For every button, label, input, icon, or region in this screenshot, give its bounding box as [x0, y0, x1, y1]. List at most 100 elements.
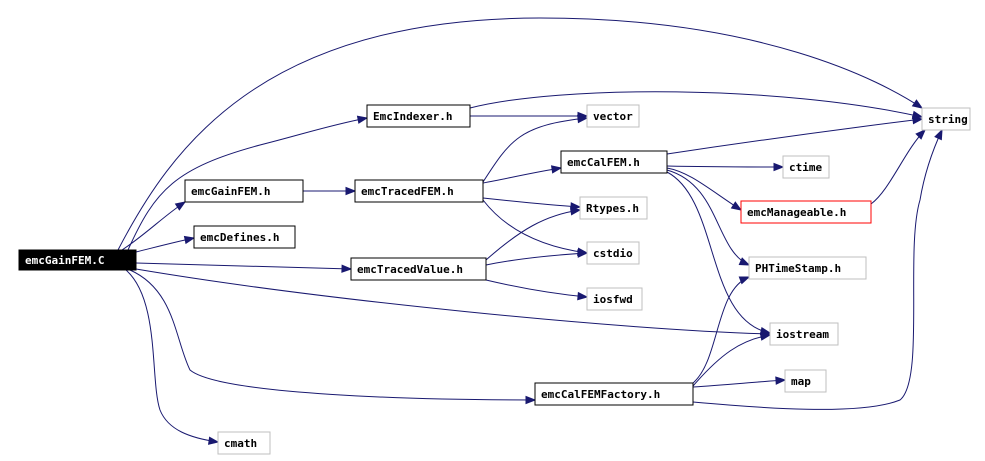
- edge-emccalfem-h-to-emcmanageable-h: [666, 167, 743, 211]
- node-label: emcTracedValue.h: [357, 263, 463, 276]
- edge-arrowhead: [934, 128, 943, 141]
- edge-emccalfemfactory-h-to-phtimestamp-h: [692, 276, 751, 384]
- node-emcgainfem-c[interactable]: emcGainFEM.C: [18, 249, 137, 271]
- edge-arrowhead: [577, 249, 589, 258]
- edge-arrowhead: [911, 99, 924, 109]
- node-box[interactable]: [740, 200, 872, 224]
- edge-emccalfem-h-to-phtimestamp-h: [666, 169, 751, 266]
- edge-arrowhead: [341, 264, 353, 273]
- node-map[interactable]: map: [784, 369, 827, 393]
- node-label: ctime: [789, 161, 822, 174]
- edge-emcgainfem-c-to-string: [117, 17, 924, 251]
- node-label: vector: [593, 110, 633, 123]
- node-box[interactable]: [366, 104, 471, 128]
- edge-line: [692, 129, 943, 410]
- node-box[interactable]: [782, 155, 830, 179]
- node-string[interactable]: string: [921, 107, 971, 131]
- node-box[interactable]: [560, 150, 668, 174]
- edge-line: [117, 17, 923, 251]
- edge-arrowhead: [183, 235, 196, 245]
- node-box[interactable]: [354, 179, 484, 203]
- node-label: emcTracedFEM.h: [361, 185, 454, 198]
- node-box[interactable]: [18, 249, 137, 271]
- edge-emcgainfem-c-to-emcindexer-h: [127, 115, 369, 251]
- edge-emccalfem-h-to-iostream: [666, 171, 772, 336]
- edge-arrowhead: [525, 395, 537, 405]
- edge-emctracedvalue-h-to-cstdio: [485, 249, 589, 266]
- node-emccalfem-h[interactable]: emcCalFEM.h: [560, 150, 668, 174]
- edge-line: [482, 167, 562, 184]
- node-rtypes-h[interactable]: Rtypes.h: [579, 196, 648, 220]
- node-label: emcGainFEM.h: [191, 185, 270, 198]
- edge-emccalfem-h-to-ctime: [666, 162, 785, 172]
- edge-arrowhead: [356, 115, 369, 124]
- edge-emcgainfem-c-to-cmath: [125, 269, 220, 445]
- node-iostream[interactable]: iostream: [769, 322, 839, 346]
- node-iosfwd[interactable]: iosfwd: [586, 287, 643, 311]
- node-box[interactable]: [748, 256, 867, 280]
- edge-emcindexer-h-to-vector: [469, 111, 589, 121]
- node-label: iostream: [776, 328, 829, 341]
- node-label: emcDefines.h: [200, 231, 279, 244]
- edge-line: [870, 129, 926, 205]
- edge-emccalfemfactory-h-to-string: [692, 128, 943, 410]
- edge-line: [485, 279, 588, 298]
- edge-line: [469, 91, 923, 118]
- node-emctracedvalue-h[interactable]: emcTracedValue.h: [350, 257, 487, 281]
- node-box[interactable]: [586, 241, 640, 265]
- edge-arrowhead: [569, 207, 582, 216]
- edge-line: [666, 118, 923, 155]
- edge-arrowhead: [730, 201, 743, 211]
- node-cstdio[interactable]: cstdio: [586, 241, 640, 265]
- edge-emcgainfem-c-to-emcgainfem-h: [121, 201, 187, 251]
- node-box[interactable]: [769, 322, 839, 346]
- node-vector[interactable]: vector: [586, 104, 640, 128]
- node-box[interactable]: [579, 196, 648, 220]
- node-emcdefines-h[interactable]: emcDefines.h: [193, 225, 296, 249]
- node-label: PHTimeStamp.h: [755, 262, 841, 275]
- edge-line: [129, 269, 536, 401]
- edge-arrowhead: [577, 291, 589, 301]
- edge-arrowhead: [345, 186, 357, 196]
- edge-line: [482, 199, 588, 254]
- node-emcgainfem-h[interactable]: emcGainFEM.h: [184, 179, 304, 203]
- edges-layer: [117, 17, 943, 445]
- node-box[interactable]: [184, 179, 304, 203]
- edge-line: [485, 252, 588, 266]
- edge-line: [482, 117, 588, 183]
- node-box[interactable]: [193, 225, 296, 249]
- node-emccalfemfactory-h[interactable]: emcCalFEMFactory.h: [534, 382, 694, 406]
- edge-emcgainfem-h-to-emctracedfem-h: [303, 186, 357, 196]
- node-emctracedfem-h[interactable]: emcTracedFEM.h: [354, 179, 484, 203]
- node-box[interactable]: [217, 431, 271, 455]
- node-phtimestamp-h[interactable]: PHTimeStamp.h: [748, 256, 867, 280]
- edge-emcgainfem-c-to-emccalfemfactory-h: [129, 269, 537, 405]
- edge-emctracedvalue-h-to-iosfwd: [485, 279, 589, 301]
- node-label: emcManageable.h: [747, 206, 846, 219]
- edge-emctracedfem-h-to-emccalfem-h: [482, 165, 563, 184]
- node-box[interactable]: [534, 382, 694, 406]
- node-emcmanageable-h[interactable]: emcManageable.h: [740, 200, 872, 224]
- node-box[interactable]: [586, 104, 640, 128]
- edge-arrowhead: [773, 162, 785, 172]
- nodes-layer: emcGainFEM.C EmcIndexer.h emcGainFEM.h emcD…: [18, 104, 971, 455]
- node-box[interactable]: [586, 287, 643, 311]
- edge-arrowhead: [738, 276, 751, 285]
- edge-emcmanageable-h-to-string: [870, 129, 926, 205]
- edge-emcgainfem-c-to-emctracedvalue-h: [135, 262, 353, 273]
- node-label: map: [791, 375, 811, 388]
- edge-emctracedvalue-h-to-rtypes-h: [485, 207, 582, 261]
- edge-arrowhead: [550, 165, 563, 174]
- edge-arrowhead: [775, 376, 787, 385]
- node-cmath[interactable]: cmath: [217, 431, 271, 455]
- node-box[interactable]: [350, 257, 487, 281]
- node-box[interactable]: [921, 107, 971, 131]
- edge-emccalfemfactory-h-to-iostream: [692, 332, 772, 387]
- node-ctime[interactable]: ctime: [782, 155, 830, 179]
- node-box[interactable]: [784, 369, 827, 393]
- node-label: cstdio: [593, 247, 633, 260]
- node-label: EmcIndexer.h: [373, 110, 452, 123]
- edge-line: [692, 334, 771, 387]
- node-emcindexer-h[interactable]: EmcIndexer.h: [366, 104, 471, 128]
